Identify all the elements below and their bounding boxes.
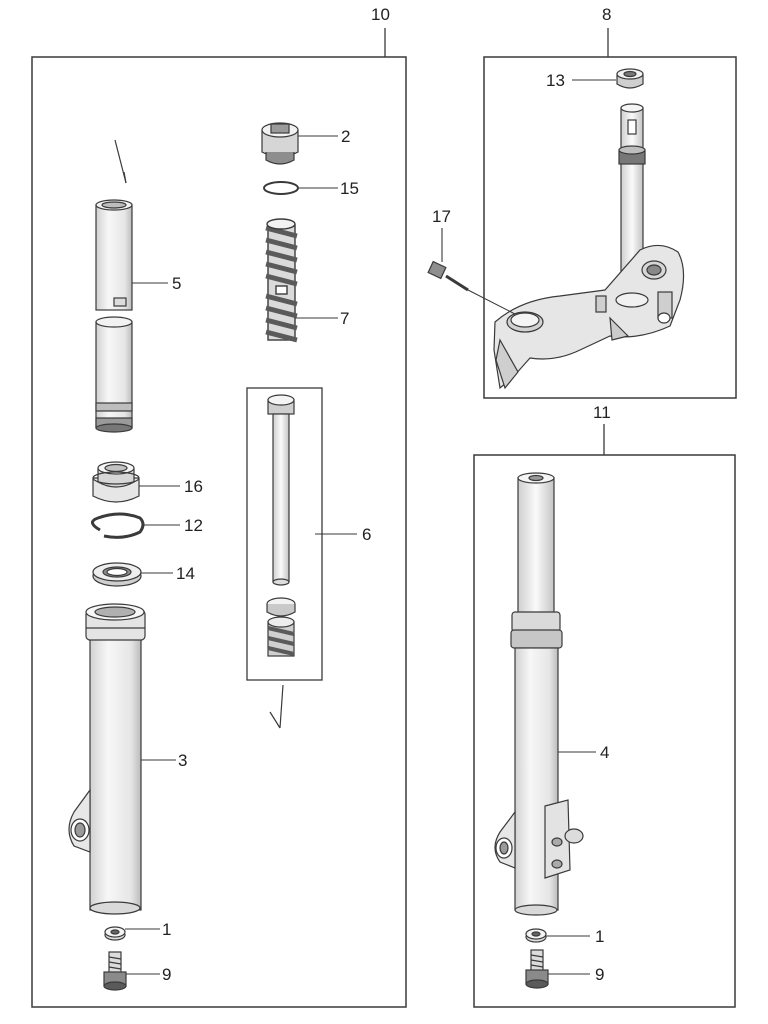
svg-text:2: 2 [341, 127, 350, 146]
svg-text:6: 6 [362, 525, 371, 544]
part-17-pinch-bolt [427, 260, 516, 315]
callout-3: 3 [141, 751, 187, 770]
svg-text:10: 10 [371, 5, 390, 24]
svg-text:4: 4 [600, 743, 609, 762]
callout-2: 2 [298, 127, 350, 146]
callout-1-left: 1 [125, 920, 171, 939]
callout-16: 16 [139, 477, 203, 496]
callout-5: 5 [132, 274, 181, 293]
part-7-fork-spring [265, 218, 298, 343]
svg-text:1: 1 [162, 920, 171, 939]
callout-12: 12 [144, 516, 203, 535]
part-13-stem-nut [616, 68, 644, 89]
svg-text:9: 9 [162, 965, 171, 984]
callout-15: 15 [298, 179, 359, 198]
part-5-lower-tube [95, 316, 133, 433]
svg-text:17: 17 [432, 207, 451, 226]
alignment-arrow-bottom [269, 684, 284, 729]
part-14-oil-seal [92, 562, 142, 587]
svg-text:14: 14 [176, 564, 195, 583]
part-3-lower-fork-leg [68, 603, 146, 915]
callout-1-right: 1 [546, 927, 604, 946]
group-box-10 [31, 28, 407, 1008]
svg-text:8: 8 [602, 5, 611, 24]
part-8-steering-stem [493, 103, 685, 390]
part-15-o-ring [263, 181, 299, 195]
callout-6: 6 [315, 525, 371, 544]
svg-text:15: 15 [340, 179, 359, 198]
part-4-right-fork-leg [494, 472, 584, 916]
callout-13: 13 [546, 71, 616, 90]
callout-11: 11 [593, 403, 611, 422]
callout-9-right: 9 [548, 965, 604, 984]
group-box-8 [483, 28, 737, 399]
part-2-cap-bolt [261, 122, 299, 165]
callout-8: 8 [602, 5, 611, 24]
callout-9-left: 9 [126, 965, 171, 984]
part-16-bushing [92, 461, 140, 503]
part-1-washer-right [525, 928, 547, 943]
svg-text:7: 7 [340, 309, 349, 328]
svg-text:13: 13 [546, 71, 565, 90]
svg-text:12: 12 [184, 516, 203, 535]
part-6-damper-rod [266, 394, 296, 657]
alignment-arrow-top [114, 139, 127, 184]
svg-text:16: 16 [184, 477, 203, 496]
part-9-bolt-right [525, 949, 549, 989]
svg-text:9: 9 [595, 965, 604, 984]
part-1-washer-left [104, 926, 126, 941]
callout-10: 10 [371, 5, 390, 24]
part-9-bolt-left [103, 951, 127, 991]
part-12-circlip [91, 512, 145, 539]
callout-14: 14 [141, 564, 195, 583]
svg-text:1: 1 [595, 927, 604, 946]
callout-7: 7 [295, 309, 349, 328]
svg-text:11: 11 [593, 403, 611, 422]
svg-text:3: 3 [178, 751, 187, 770]
part-5-spacer-tube [95, 199, 133, 311]
callout-4: 4 [558, 743, 609, 762]
svg-text:5: 5 [172, 274, 181, 293]
group-box-11 [473, 424, 736, 1008]
callout-17: 17 [432, 207, 451, 262]
